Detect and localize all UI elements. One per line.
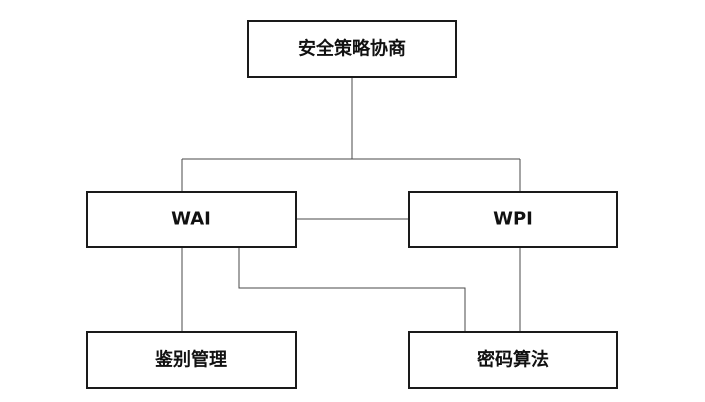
node-wai: WAI	[86, 191, 297, 248]
node-box	[408, 331, 618, 389]
node-box	[408, 191, 618, 248]
node-label: WAI	[171, 209, 211, 230]
node-security-policy-negotiation: 安全策略协商	[247, 20, 457, 78]
node-box	[86, 331, 297, 389]
node-wpi: WPI	[408, 191, 618, 248]
node-box	[247, 20, 457, 78]
node-label: WPI	[493, 209, 533, 230]
node-label: 密码算法	[477, 349, 549, 371]
connector-wai-to-cipher	[238, 247, 466, 332]
node-box	[86, 191, 297, 248]
node-authentication-management: 鉴别管理	[86, 331, 297, 389]
node-cipher-algorithm: 密码算法	[408, 331, 618, 389]
node-label: 鉴别管理	[154, 349, 227, 371]
node-label: 安全策略协商	[298, 38, 406, 60]
